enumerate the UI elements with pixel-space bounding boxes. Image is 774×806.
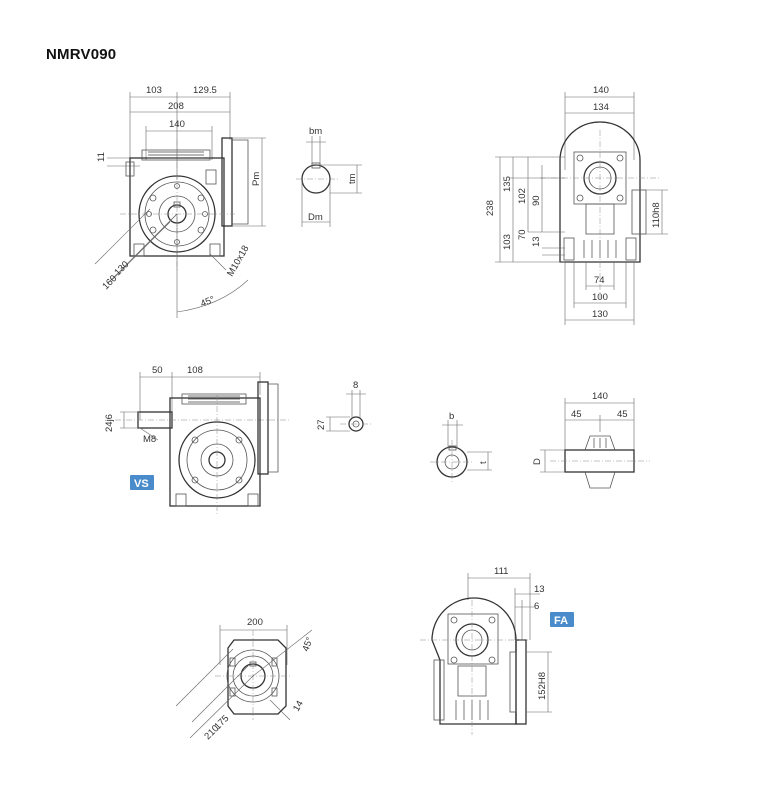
dim-13-fa: 13 — [534, 584, 545, 595]
dim-238: 238 — [485, 200, 496, 216]
dim-t: t — [478, 461, 489, 464]
dim-m8: M8 — [143, 434, 156, 445]
dim-50: 50 — [152, 365, 163, 376]
dim-8: 8 — [353, 380, 358, 391]
dim-140-top-view: 140 — [592, 391, 608, 402]
dim-45deg: 45° — [199, 294, 217, 310]
dim-103: 103 — [502, 234, 513, 250]
dim-102: 102 — [517, 188, 528, 204]
dim-tm: tm — [347, 173, 358, 184]
shaft-section-view: bm tm Dm — [296, 126, 362, 227]
dim-160: 160 — [100, 273, 119, 292]
dim-140-top: 140 — [593, 85, 609, 96]
front-view: 103 129.5 208 140 11 Pm — [94, 85, 266, 318]
dim-bm: bm — [309, 126, 322, 137]
dim-135: 135 — [502, 176, 513, 192]
dim-103: 103 — [146, 85, 162, 96]
dim-b: b — [449, 411, 454, 422]
model-title: NMRV090 — [46, 46, 117, 63]
dim-45deg-flange: 45° — [300, 636, 315, 653]
vs-variant-view: 50 108 24j6 M8 VS — [104, 365, 290, 515]
dim-13: 13 — [531, 236, 542, 247]
hollow-bore-view: b t — [430, 411, 492, 484]
dim-110h8: 110h8 — [651, 202, 662, 228]
dim-200: 200 — [247, 617, 263, 628]
dim-11: 11 — [96, 152, 107, 162]
dim-129-5: 129.5 — [193, 85, 217, 96]
dim-27: 27 — [316, 419, 327, 430]
dim-111: 111 — [494, 566, 508, 577]
dim-100: 100 — [592, 292, 608, 303]
dim-74: 74 — [594, 275, 605, 286]
vs-badge-label: VS — [134, 478, 149, 490]
fa-badge — [550, 612, 574, 627]
flange-front-view: 200 45° 175 210 14 — [175, 617, 316, 742]
dim-pm: Pm — [251, 172, 262, 186]
dim-208: 208 — [168, 101, 184, 112]
key-section-view: 8 27 — [316, 380, 372, 432]
dim-14: 14 — [291, 699, 306, 714]
vs-badge — [130, 475, 154, 490]
dim-m10x18: M10x18 — [225, 244, 251, 279]
dim-45-right: 45 — [617, 409, 628, 420]
dim-90: 90 — [531, 195, 542, 206]
dim-152h8: 152H8 — [537, 672, 548, 700]
dim-140: 140 — [169, 119, 185, 130]
dim-70: 70 — [517, 229, 528, 240]
side-view: 140 134 238 135 102 90 — [485, 85, 668, 325]
dim-130-bottom: 130 — [592, 309, 608, 320]
top-view-hollow-shaft: 140 45 45 D — [532, 391, 650, 489]
dim-6: 6 — [534, 601, 539, 612]
dim-130: 130 — [112, 259, 131, 278]
fa-variant-view: 111 13 6 152H8 FA — [420, 566, 574, 735]
dim-108: 108 — [187, 365, 203, 376]
dim-d: D — [532, 458, 543, 465]
dim-134: 134 — [593, 102, 609, 113]
dim-dm: Dm — [308, 212, 323, 223]
dim-24j6: 24j6 — [104, 414, 115, 432]
fa-badge-label: FA — [554, 615, 568, 627]
dim-45-left: 45 — [571, 409, 582, 420]
